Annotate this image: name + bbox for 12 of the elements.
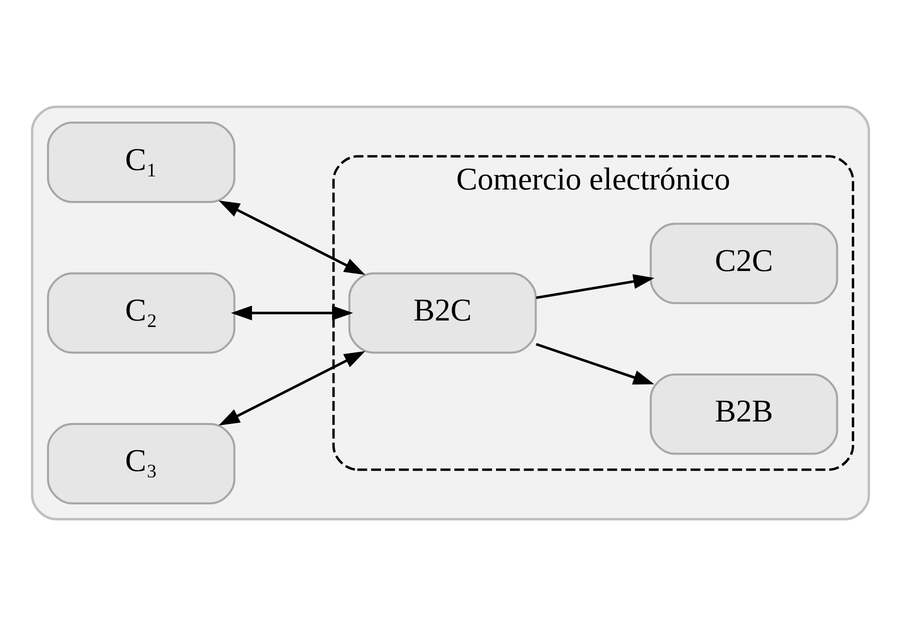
node-box: C₂ — [47, 272, 236, 354]
node-box: C₃ — [47, 423, 236, 504]
cluster — [30, 106, 870, 520]
node-box: B2C — [348, 272, 537, 354]
arrow — [230, 306, 354, 320]
arrow — [218, 351, 366, 426]
node-box: B2B — [650, 373, 838, 455]
node-box: C2C — [650, 222, 838, 304]
node-box: C₁ — [47, 122, 236, 203]
arrow — [536, 342, 654, 385]
arrow — [536, 274, 654, 299]
arrow — [218, 200, 366, 275]
